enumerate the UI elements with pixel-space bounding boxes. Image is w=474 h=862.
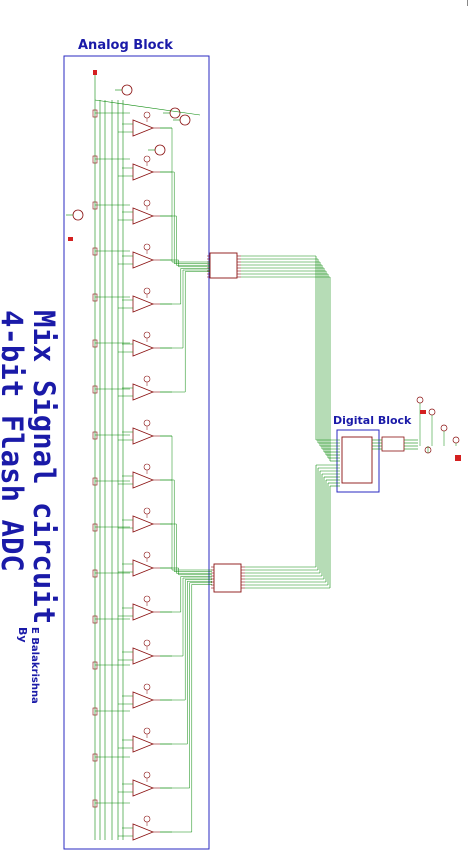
comparator-array [118, 111, 172, 841]
supply-symbol [143, 639, 151, 647]
resistor [92, 569, 98, 578]
comparator-symbol [132, 207, 155, 225]
comparator-symbol [132, 559, 155, 577]
supply-symbol [143, 375, 151, 383]
resistor [92, 155, 98, 164]
output-latch [381, 436, 405, 452]
comparator-symbol [132, 735, 155, 753]
output-probe [416, 396, 424, 404]
ground-tag [93, 70, 97, 75]
author-name: E Balakrishna [29, 627, 40, 704]
supply-symbol [143, 287, 151, 295]
encoder-chip-lower [213, 563, 242, 593]
resistor [92, 293, 98, 302]
supply-symbol [143, 771, 151, 779]
bias-sources [66, 70, 201, 241]
resistor [92, 707, 98, 716]
input-tag [68, 237, 73, 241]
title-line2: 4-bit Flash ADC [0, 310, 29, 572]
digital-chip [341, 436, 373, 484]
resistor [92, 661, 98, 670]
comparator-symbol [132, 119, 155, 137]
supply-symbol [143, 683, 151, 691]
voltage-source [121, 84, 133, 96]
supply-symbol [143, 727, 151, 735]
output-probe [428, 408, 436, 416]
digital-block-internals [341, 396, 461, 484]
corner-mark [467, 0, 468, 6]
supply-symbol [143, 243, 151, 251]
comparator-symbol [132, 295, 155, 313]
encoder-chip-upper [209, 252, 238, 279]
supply-symbol [143, 419, 151, 427]
supply-symbol [143, 111, 151, 119]
supply-symbol [143, 155, 151, 163]
digital-block-label: Digital Block [333, 414, 412, 427]
voltage-source [169, 107, 181, 119]
top-wire [94, 99, 201, 116]
author-group: By E Balakrishna [16, 627, 40, 704]
comparator-symbol [132, 823, 155, 841]
encoder-chips [207, 252, 245, 593]
output-probe [452, 436, 460, 444]
resistor [92, 477, 98, 486]
resistor [92, 385, 98, 394]
voltage-source [72, 209, 84, 221]
comparator-symbol [132, 515, 155, 533]
supply-symbol [143, 815, 151, 823]
resistor [92, 201, 98, 210]
supply-symbol [143, 551, 151, 559]
voltage-source [179, 114, 191, 126]
comparator-symbol [132, 471, 155, 489]
by-label: By [16, 627, 29, 643]
signal-buses [160, 127, 340, 833]
resistor [92, 109, 98, 118]
resistor [92, 799, 98, 808]
voltage-source [154, 144, 166, 156]
resistor [92, 753, 98, 762]
supply-symbol [143, 199, 151, 207]
comparator-symbol [132, 251, 155, 269]
comparator-symbol [132, 647, 155, 665]
comparator-symbol [132, 691, 155, 709]
supply-symbol [143, 595, 151, 603]
comparator-symbol [132, 603, 155, 621]
analog-block-label: Analog Block [78, 38, 173, 53]
supply-symbol [143, 507, 151, 515]
comparator-symbol [132, 383, 155, 401]
resistor [92, 615, 98, 624]
title-line1: Mix Signal circuit [27, 310, 61, 624]
output-probe [440, 424, 448, 432]
output-led [420, 410, 426, 414]
comparator-symbol [132, 779, 155, 797]
supply-symbol [143, 463, 151, 471]
output-led [455, 455, 461, 461]
resistor [92, 523, 98, 532]
resistor-ladder [92, 100, 130, 840]
comparator-symbol [132, 427, 155, 445]
comparator-symbol [132, 339, 155, 357]
analog-block-frame [63, 55, 210, 850]
resistor [92, 247, 98, 256]
resistor [92, 431, 98, 440]
supply-symbol [143, 331, 151, 339]
comparator-symbol [132, 163, 155, 181]
resistor [92, 339, 98, 348]
title-group: Mix Signal circuit 4-bit Flash ADC [0, 310, 61, 624]
